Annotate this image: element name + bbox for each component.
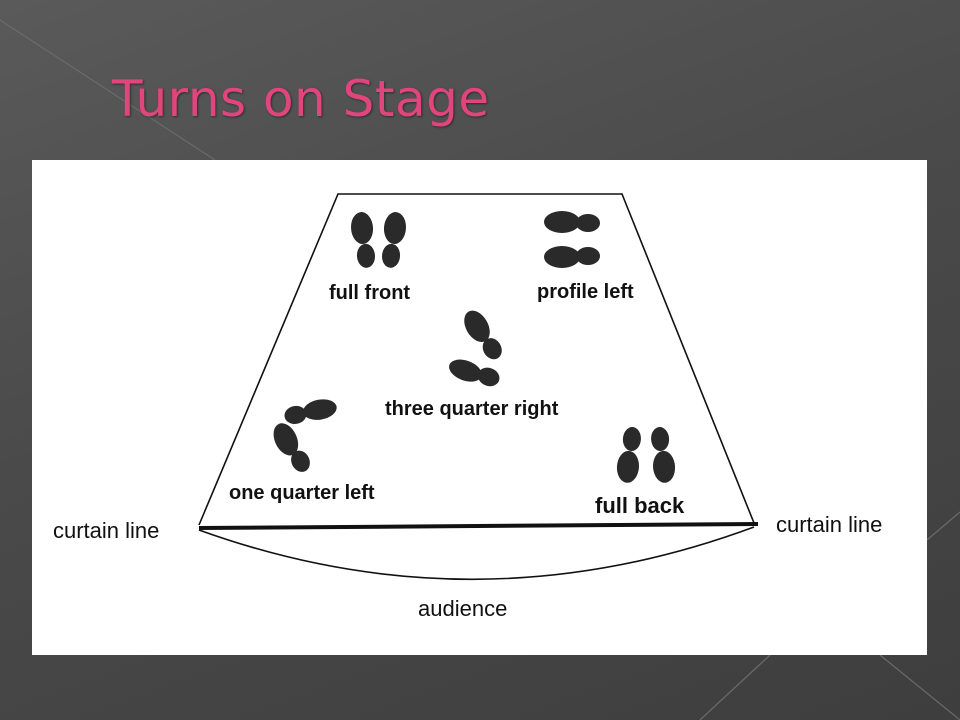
label-full-front: full front (329, 282, 410, 304)
label-three-quarter-right: three quarter right (385, 398, 559, 420)
footprints-full-front-icon (350, 212, 407, 268)
label-curtain-line-left: curtain line (53, 518, 159, 543)
stage-diagram: full front profile left three quarter ri… (53, 193, 882, 621)
stage-outline (198, 193, 755, 526)
label-audience: audience (418, 596, 507, 621)
footprints-full-back-icon (616, 427, 676, 483)
audience-arc (198, 526, 755, 581)
label-one-quarter-left: one quarter left (229, 482, 375, 504)
label-full-back: full back (595, 493, 685, 518)
slide-title: Turns on Stage (112, 70, 490, 128)
footprints-three-quarter-right-icon (449, 310, 502, 387)
label-profile-left: profile left (537, 281, 634, 303)
curtain-line (198, 522, 759, 530)
stage-diagram-panel: full front profile left three quarter ri… (32, 160, 927, 655)
label-curtain-line-right: curtain line (776, 512, 882, 537)
footprints-profile-left-icon (544, 211, 600, 268)
footprints-one-quarter-left-icon (273, 399, 337, 472)
